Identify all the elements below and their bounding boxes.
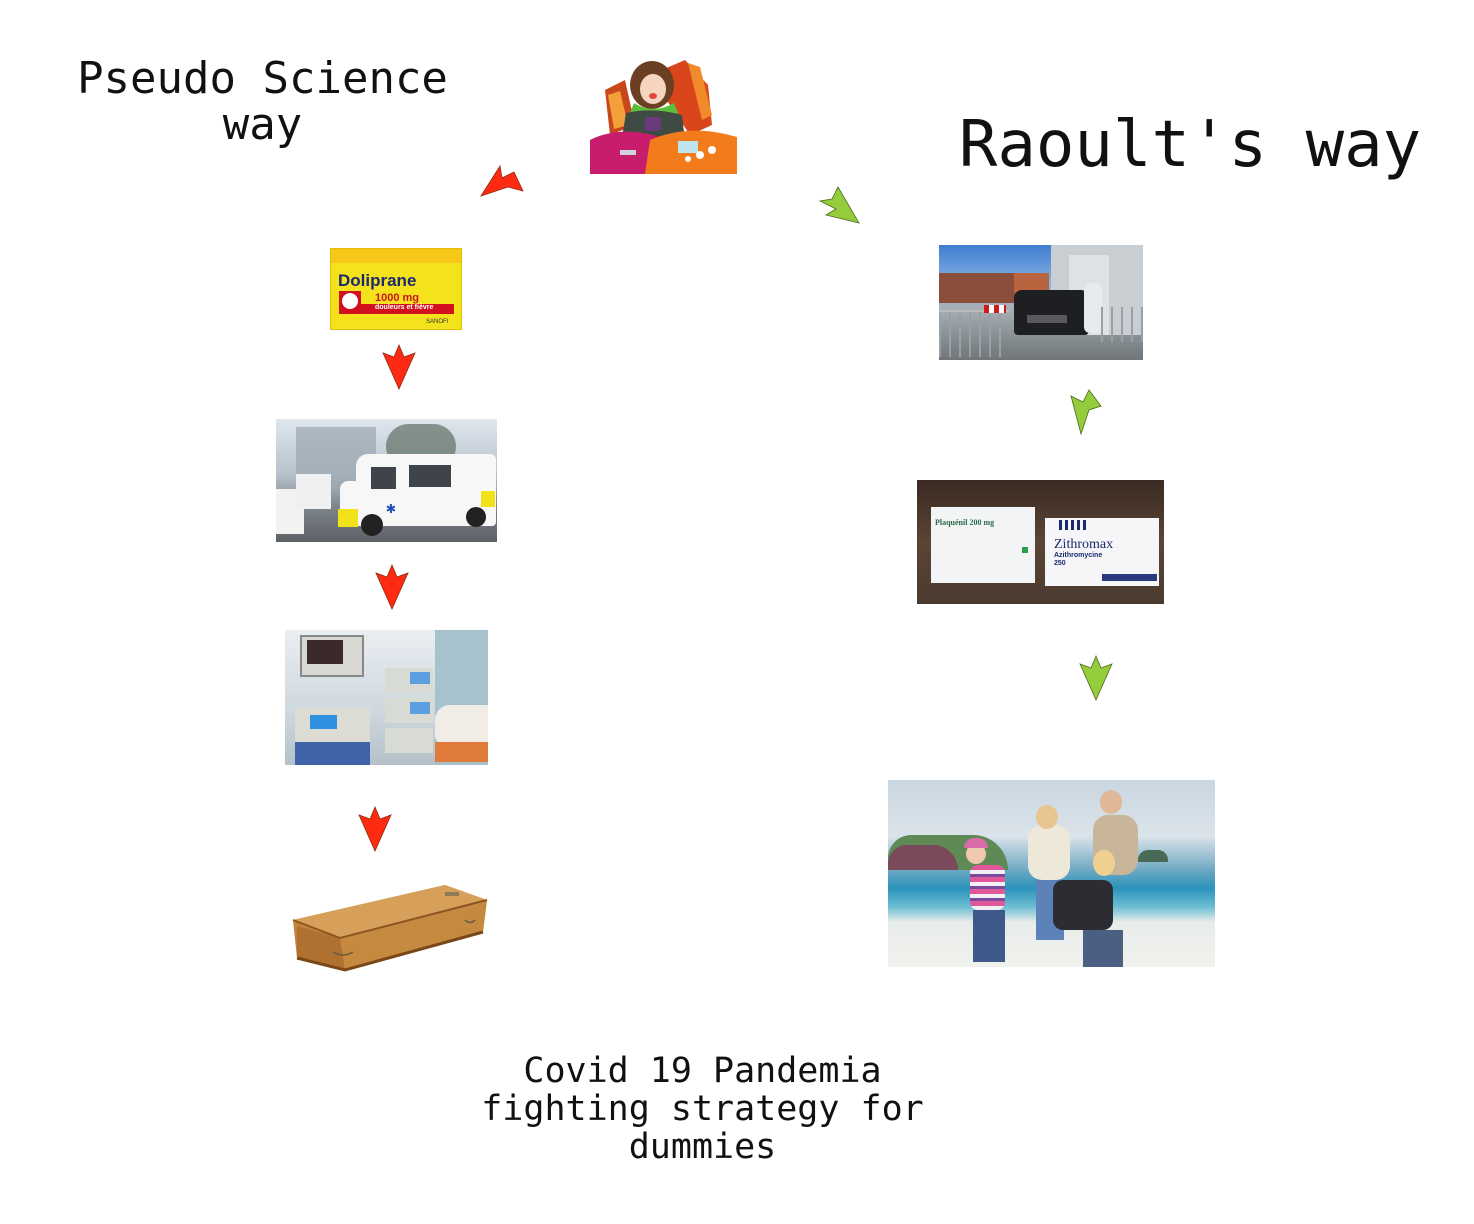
caption-title: Covid 19 Pandemia fighting strategy for …: [481, 1051, 924, 1167]
green-arrow-down-icon: [1078, 652, 1114, 706]
red-arrow-down-icon: [357, 805, 393, 857]
red-arrow-down-icon: [381, 343, 417, 395]
zithromax-dose-label: 250: [1054, 560, 1066, 567]
doliprane-brand-label: Doliprane: [338, 271, 417, 290]
red-arrow-diagonal-icon: [478, 163, 526, 203]
doliprane-dose-label: 1000 mg: [375, 292, 420, 304]
azithromycine-label: Azithromycine: [1054, 552, 1103, 559]
plaquenil-zithromax-image: Plaquénil 200 mg Zithromax Azithromycine…: [917, 480, 1164, 604]
green-arrow-diagonal-icon: [818, 185, 862, 231]
happy-family-beach-image: [888, 780, 1215, 967]
ambulance-image: ✱: [276, 419, 497, 542]
zithromax-label: Zithromax: [1054, 537, 1114, 552]
doliprane-maker-label: SANOFI: [426, 319, 449, 325]
raoult-way-title: Raoult's way: [958, 108, 1422, 182]
doliprane-box-image: Doliprane 1000 mg douleurs et fièvre SAN…: [330, 248, 462, 330]
plaquenil-label: Plaquénil 200 mg: [935, 518, 995, 527]
red-arrow-down-icon: [374, 563, 410, 615]
sick-person-image: [590, 55, 737, 174]
pseudo-science-title: Pseudo Science way: [77, 53, 448, 151]
drive-through-test-image: [939, 245, 1143, 360]
doliprane-sub-label: douleurs et fièvre: [375, 304, 434, 311]
coffin-image: [285, 880, 490, 975]
green-arrow-down-icon: [1067, 388, 1105, 440]
icu-ventilator-image: [285, 630, 488, 765]
